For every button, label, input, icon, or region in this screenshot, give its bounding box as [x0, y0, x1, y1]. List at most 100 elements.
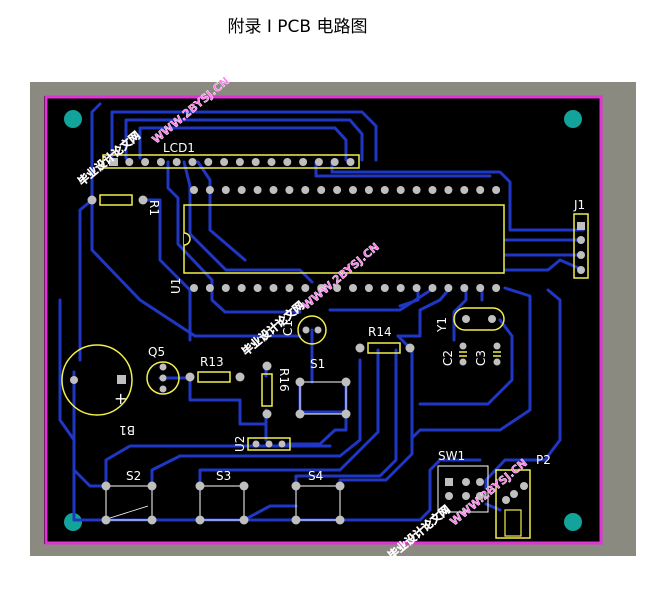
pad	[412, 284, 421, 292]
pad	[492, 284, 501, 292]
r1-pad	[87, 195, 97, 205]
pad	[204, 158, 213, 166]
r16-body	[261, 373, 273, 407]
r16-resistor: R16	[261, 361, 291, 419]
s3-pad	[195, 515, 205, 525]
c3-pad	[493, 358, 501, 366]
pad	[412, 186, 421, 194]
r13-pad	[185, 372, 195, 382]
r13-body	[197, 371, 231, 383]
trace	[166, 160, 302, 314]
s2-outline	[105, 485, 153, 521]
b1-pad	[117, 375, 126, 384]
b1-label: B1	[119, 423, 135, 437]
pad	[460, 186, 469, 194]
q5-outline	[146, 361, 180, 395]
r13-resistor: R13	[185, 355, 245, 383]
sw1-switch: SW1	[437, 449, 489, 513]
y1-pad	[462, 315, 470, 323]
p2-pad	[520, 482, 528, 490]
trace	[398, 286, 420, 308]
pad	[251, 158, 260, 166]
p2-pad	[502, 496, 510, 504]
pad	[267, 158, 276, 166]
s2-pad	[101, 481, 111, 491]
s4-pad	[291, 481, 301, 491]
pad	[396, 284, 405, 292]
board-outline	[44, 95, 603, 545]
trace	[158, 376, 268, 426]
pad	[301, 284, 310, 292]
mount-hole-top-right	[564, 110, 582, 128]
sw1-outline	[437, 465, 489, 513]
sw1-pad	[462, 492, 470, 500]
trace	[72, 370, 108, 488]
pad	[444, 284, 453, 292]
pad	[330, 158, 339, 166]
pad	[349, 186, 357, 194]
trace	[484, 288, 562, 490]
trace	[503, 258, 585, 272]
s4-outline	[295, 485, 341, 521]
trace	[294, 348, 398, 488]
lcd1-pin1-pad	[109, 158, 118, 166]
trace	[198, 348, 380, 488]
s4-label: S4	[308, 469, 323, 483]
lcd1-pads	[125, 158, 355, 166]
s3-outline	[199, 485, 245, 521]
trace	[242, 504, 298, 522]
pad	[269, 284, 278, 292]
pad	[460, 284, 469, 292]
u2-pad	[278, 440, 286, 448]
s1-pad	[341, 409, 351, 419]
b1-buzzer: + B1	[61, 344, 135, 437]
y1-pad	[488, 315, 496, 323]
c2-capacitor: C2	[441, 342, 467, 366]
s3-label: S3	[216, 469, 231, 483]
sw1-pad	[476, 478, 484, 486]
j1-pad	[577, 251, 585, 259]
pad	[349, 284, 357, 292]
pad	[492, 186, 501, 194]
pad	[269, 186, 278, 194]
trace	[141, 198, 192, 342]
pad	[235, 158, 244, 166]
lcd1-label: LCD1	[163, 141, 195, 155]
r16-pad	[262, 409, 272, 419]
u2-regulator: U2	[233, 436, 291, 452]
pad	[253, 284, 262, 292]
pad	[299, 158, 308, 166]
trace	[328, 286, 436, 312]
pad	[314, 158, 323, 166]
trace	[110, 110, 378, 162]
r16-label: R16	[277, 368, 291, 392]
pad	[283, 158, 292, 166]
c3-capacitor: C3	[474, 342, 501, 366]
trace	[124, 118, 364, 162]
trace	[338, 458, 482, 522]
r1-pad	[138, 195, 148, 205]
pad	[476, 284, 485, 292]
p2-connector: P2	[495, 453, 551, 539]
q5-transistor: Q5	[146, 345, 180, 395]
pad	[285, 284, 294, 292]
pad	[428, 284, 437, 292]
mount-hole-bottom-right	[564, 513, 582, 531]
j1-outline	[573, 213, 589, 279]
u2-outline	[247, 437, 291, 451]
u2-label: U2	[233, 436, 247, 452]
pad	[444, 186, 453, 194]
trace	[150, 358, 362, 488]
s2-pad	[101, 515, 111, 525]
p2-outline	[495, 469, 531, 539]
copper-traces	[58, 102, 585, 522]
s4-pad	[335, 515, 345, 525]
s2-label: S2	[126, 469, 141, 483]
r14-pad	[405, 343, 415, 353]
s1-label: S1	[310, 357, 325, 371]
s1-pad	[295, 377, 305, 387]
sw1-pad	[476, 492, 484, 500]
u1-notch	[183, 232, 191, 246]
y1-label: Y1	[435, 317, 449, 333]
b1-plus-mark: +	[114, 389, 127, 408]
